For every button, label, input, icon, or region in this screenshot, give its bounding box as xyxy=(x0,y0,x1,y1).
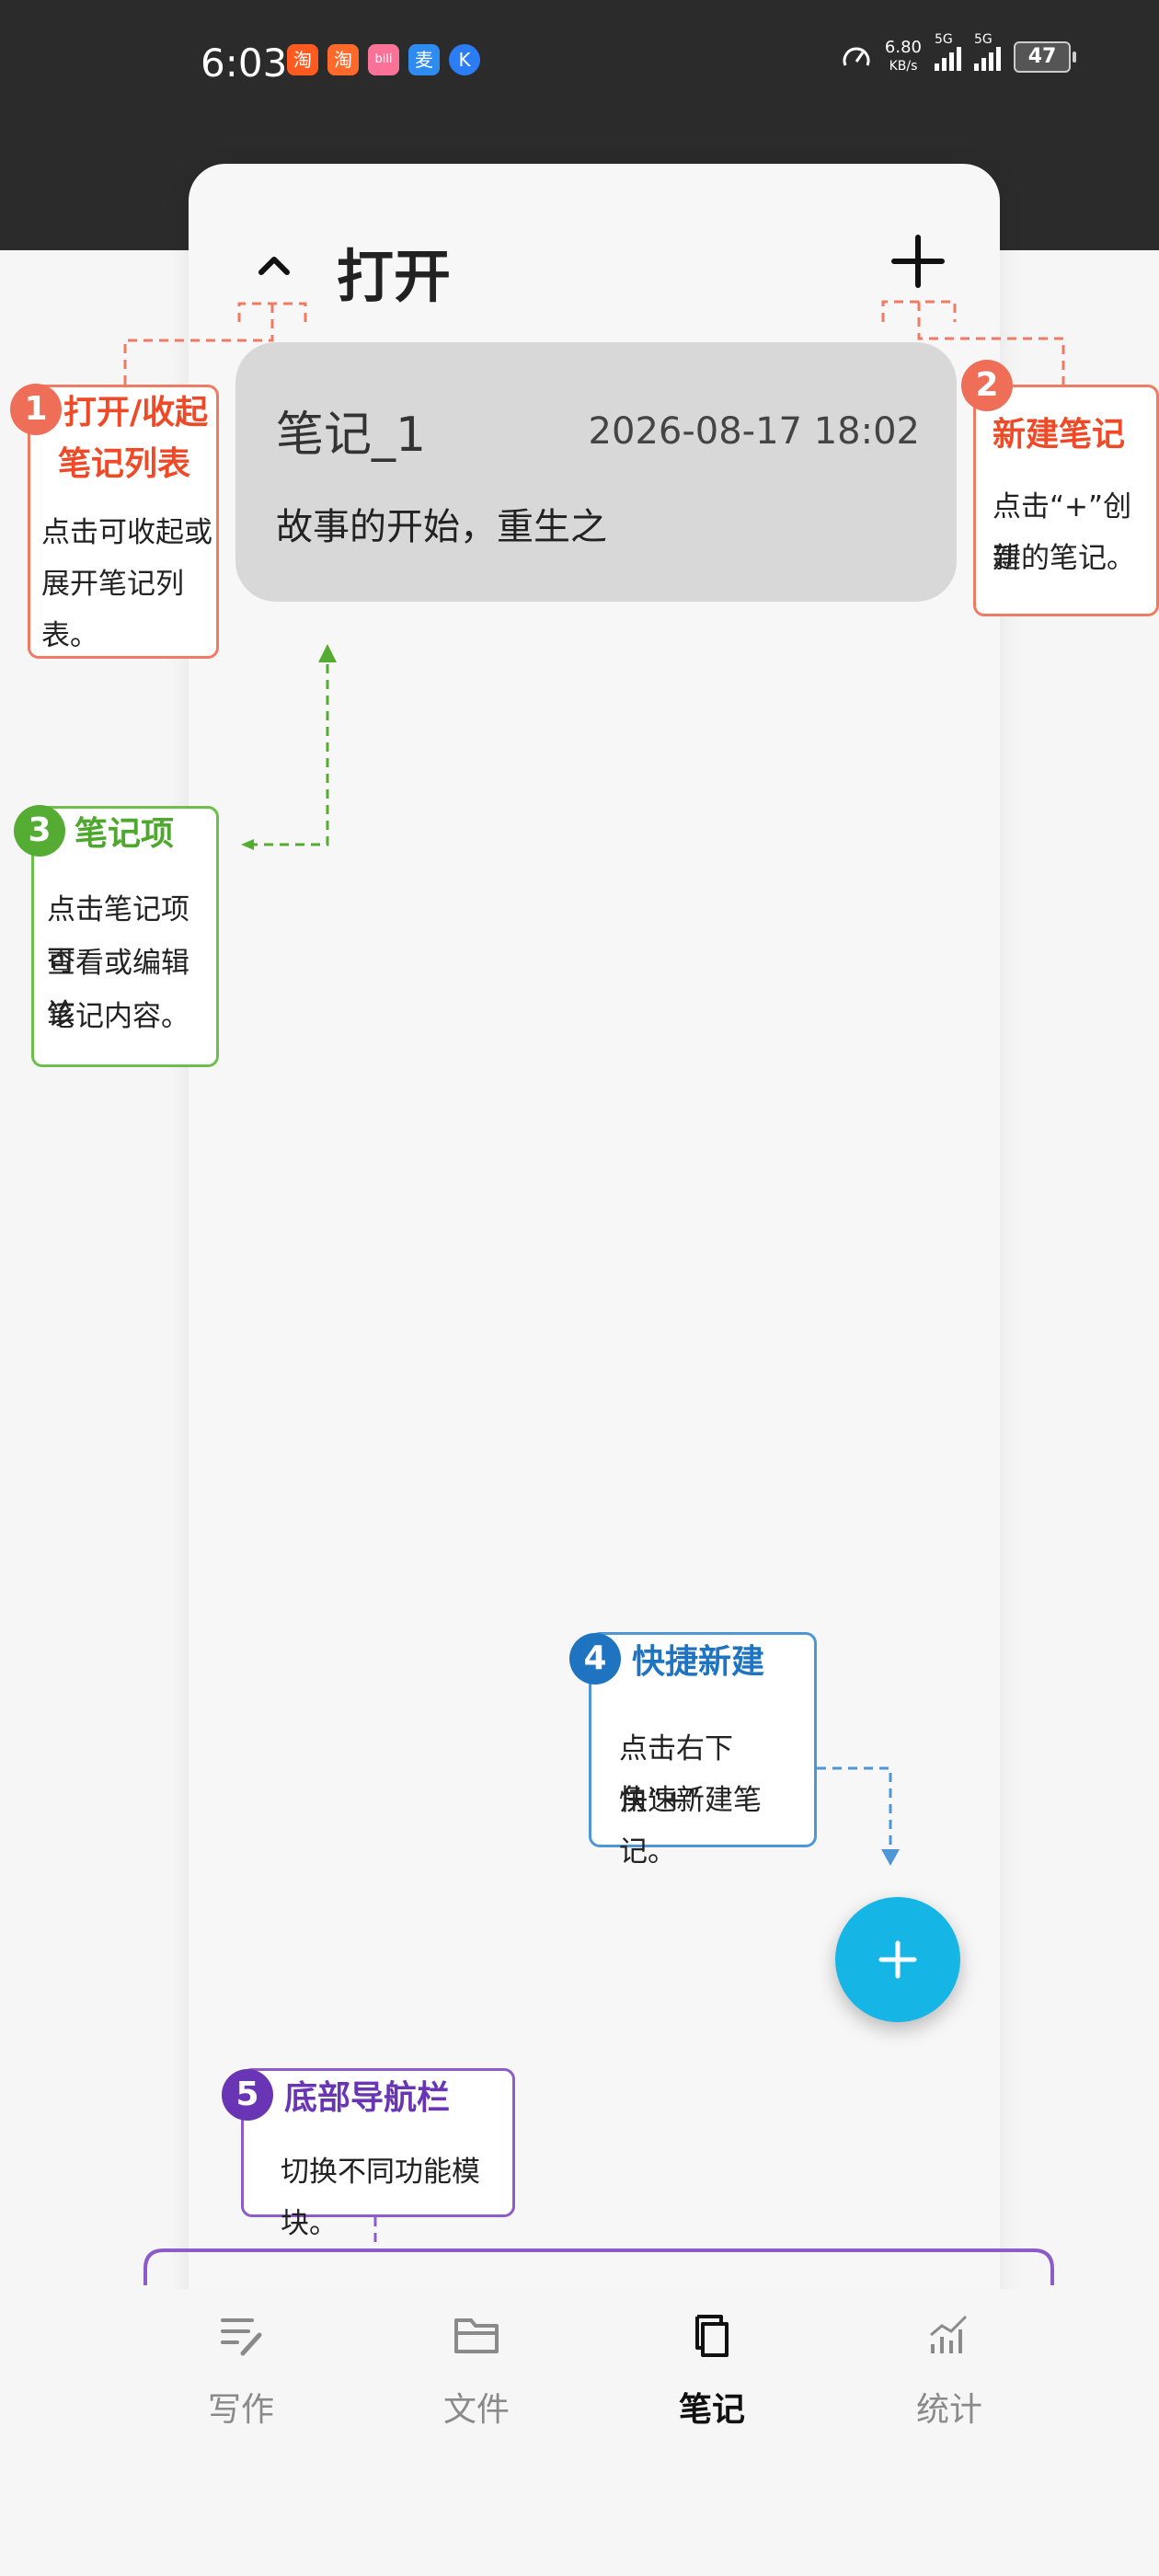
nav-tab-write[interactable]: 写作 xyxy=(158,2307,324,2429)
network-speed: 6.80 KB/s xyxy=(884,38,922,75)
write-icon xyxy=(221,2318,262,2356)
taobao-app-icon: 淘 xyxy=(327,44,359,75)
callout-note-item: 3 笔记项 点击笔记项可 查看或编辑该 笔记内容。 xyxy=(14,805,219,1067)
speedometer-icon xyxy=(843,47,870,66)
bottom-navigation-bar xyxy=(0,2289,1159,2576)
note-list-item[interactable]: 笔记_1 2026-08-17 18:02 故事的开始，重生之 xyxy=(235,342,957,602)
nav-tab-stats[interactable]: 统计 xyxy=(866,2307,1032,2429)
callout-quick-new: 4 快捷新建 点击右下角“+” 快速新建笔记。 xyxy=(569,1632,817,1869)
notification-icons: 淘 淘 bili 麦 K xyxy=(287,44,480,75)
callout-bottom-nav: 5 底部导航栏 切换不同功能模块。 xyxy=(222,2068,515,2240)
nav-tab-notes[interactable]: 笔记 xyxy=(629,2307,795,2429)
signal-icon: 5G xyxy=(974,32,1001,71)
plus-icon xyxy=(878,1940,917,1979)
callout-toggle-list: 1 打开/收起 笔记列表 点击可收起或 展开笔记列表。 xyxy=(10,384,219,659)
chevron-up-icon[interactable] xyxy=(248,241,300,289)
quick-new-note-button[interactable] xyxy=(835,1897,960,2022)
note-title: 笔记_1 xyxy=(276,408,427,463)
status-time: 6:03 xyxy=(201,40,288,86)
note-preview: 故事的开始，重生之 xyxy=(276,506,607,548)
page-title: 打开 xyxy=(337,243,452,310)
folder-icon xyxy=(454,2318,499,2353)
notes-icon xyxy=(695,2315,729,2357)
plus-icon[interactable] xyxy=(889,232,947,291)
note-date: 2026-08-17 18:02 xyxy=(588,410,920,453)
battery-icon: 47 xyxy=(1014,41,1076,73)
stats-icon xyxy=(930,2315,968,2353)
signal-icon: 5G xyxy=(935,32,961,71)
taobao-app-icon: 淘 xyxy=(287,44,318,75)
status-indicators: 6.80 KB/s 5G 5G 47 xyxy=(841,32,1076,75)
callout-new-note: 2 新建笔记 点击“+”创建 新的笔记。 xyxy=(961,360,1159,616)
mai-app-icon: 麦 xyxy=(408,44,440,75)
k-app-icon: K xyxy=(449,44,480,75)
bilibili-app-icon: bili xyxy=(368,44,399,75)
nav-tab-files[interactable]: 文件 xyxy=(394,2307,559,2429)
